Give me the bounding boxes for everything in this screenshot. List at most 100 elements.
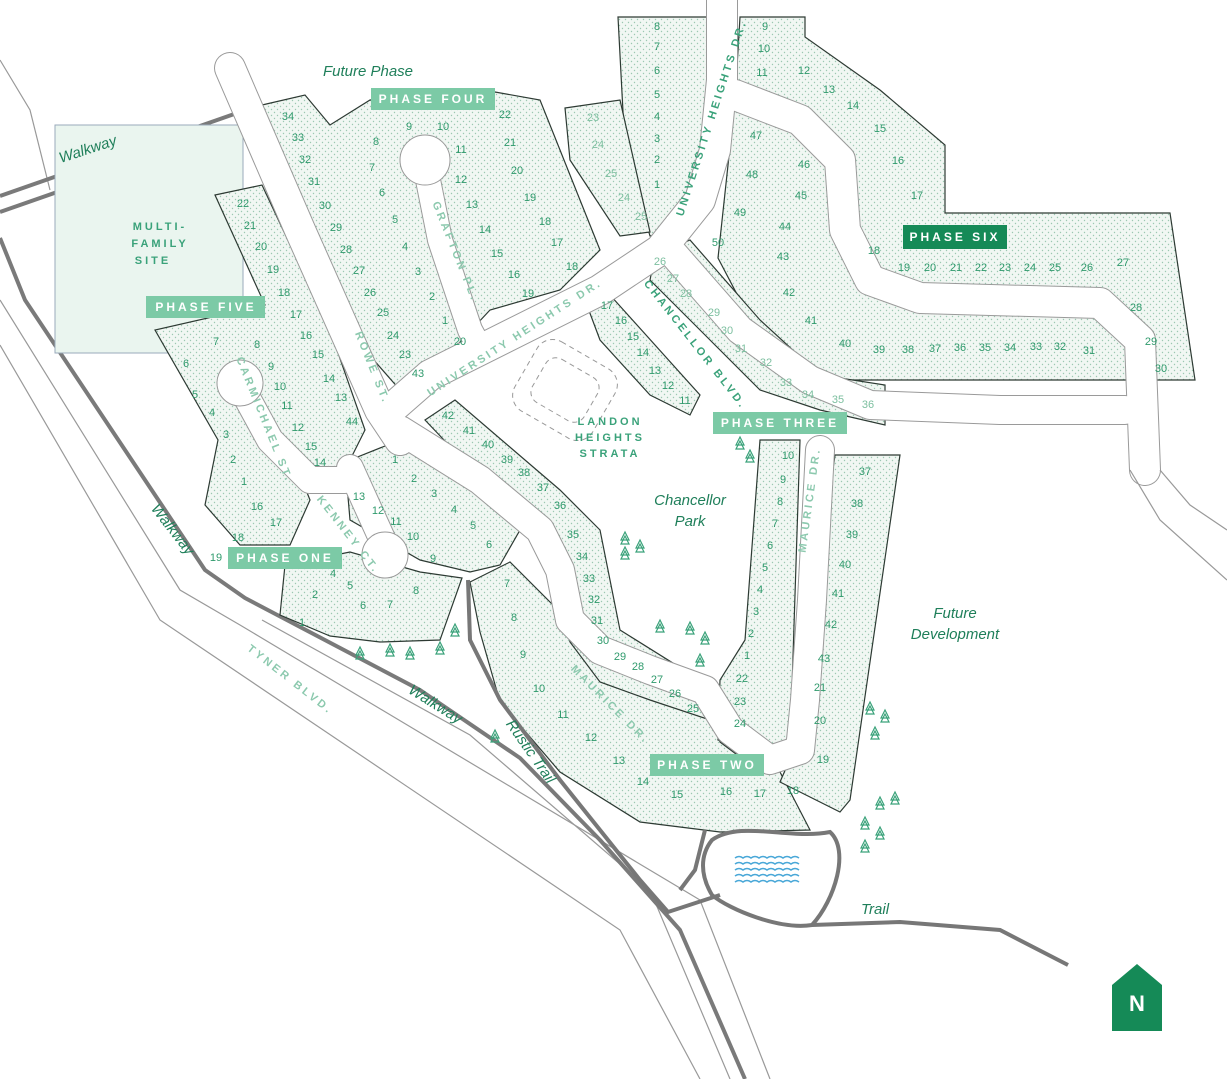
lot-number[interactable]: 26 [364,287,376,299]
lot-number[interactable]: 17 [911,190,923,202]
lot-number[interactable]: 29 [708,307,720,319]
lot-number[interactable]: 27 [1117,257,1129,269]
lot-number[interactable]: 8 [777,496,783,508]
lot-number[interactable]: 21 [504,137,516,149]
lot-number[interactable]: 8 [413,585,419,597]
lot-number[interactable]: 39 [846,529,858,541]
lot-number[interactable]: 40 [839,559,851,571]
lot-number[interactable]: 29 [330,222,342,234]
lot-number[interactable]: 1 [744,650,750,662]
lot-number[interactable]: 16 [615,315,627,327]
lot-number[interactable]: 32 [1054,341,1066,353]
lot-number[interactable]: 28 [680,288,692,300]
lot-number[interactable]: 8 [511,612,517,624]
lot-number[interactable]: 24 [1024,262,1036,274]
lot-number[interactable]: 43 [818,653,830,665]
lot-number[interactable]: 17 [551,237,563,249]
lot-number[interactable]: 42 [442,410,454,422]
lot-number[interactable]: 46 [798,159,810,171]
lot-number[interactable]: 2 [429,291,435,303]
lot-number[interactable]: 23 [399,349,411,361]
lot-number[interactable]: 11 [455,144,466,156]
lot-number[interactable]: 5 [654,89,660,101]
lot-number[interactable]: 42 [783,287,795,299]
lot-number[interactable]: 4 [209,407,215,419]
lot-number[interactable]: 19 [522,288,534,300]
lot-number[interactable]: 18 [566,261,578,273]
lot-number[interactable]: 3 [654,133,660,145]
lot-number[interactable]: 4 [654,111,660,123]
lot-number[interactable]: 14 [323,373,335,385]
lot-number[interactable]: 26 [1081,262,1093,274]
lot-number[interactable]: 10 [758,43,770,55]
lot-number[interactable]: 23 [587,112,599,124]
lot-number[interactable]: 3 [753,606,759,618]
lot-number[interactable]: 41 [832,588,844,600]
lot-number[interactable]: 33 [583,573,595,585]
lot-number[interactable]: 10 [437,121,449,133]
lot-number[interactable]: 36 [954,342,966,354]
lot-number[interactable]: 14 [847,100,859,112]
lot-number[interactable]: 45 [795,190,807,202]
lot-number[interactable]: 16 [300,330,312,342]
lot-number[interactable]: 10 [407,531,419,543]
lot-number[interactable]: 11 [679,395,690,407]
lot-number[interactable]: 28 [340,244,352,256]
lot-number[interactable]: 18 [868,245,880,257]
lot-number[interactable]: 32 [588,594,600,606]
lot-number[interactable]: 22 [975,262,987,274]
lot-number[interactable]: 13 [353,491,365,503]
lot-number[interactable]: 21 [814,682,826,694]
lot-number[interactable]: 28 [1130,302,1142,314]
lot-number[interactable]: 9 [780,474,786,486]
lot-number[interactable]: 14 [314,457,326,469]
lot-number[interactable]: 24 [387,330,399,342]
lot-number[interactable]: 5 [762,562,768,574]
lot-number[interactable]: 38 [518,467,530,479]
lot-number[interactable]: 18 [787,785,799,797]
lot-number[interactable]: 14 [479,224,491,236]
lot-number[interactable]: 19 [267,264,279,276]
lot-number[interactable]: 15 [312,349,324,361]
lot-number[interactable]: 30 [597,635,609,647]
lot-number[interactable]: 7 [369,162,375,174]
lot-number[interactable]: 43 [412,368,424,380]
lot-number[interactable]: 11 [756,67,767,79]
lot-number[interactable]: 5 [347,580,353,592]
lot-number[interactable]: 1 [442,315,448,327]
lot-number[interactable]: 15 [627,331,639,343]
lot-number[interactable]: 6 [486,539,492,551]
lot-number[interactable]: 38 [902,344,914,356]
lot-number[interactable]: 17 [270,517,282,529]
lot-number[interactable]: 19 [898,262,910,274]
lot-number[interactable]: 34 [1004,342,1016,354]
lot-number[interactable]: 20 [454,336,466,348]
lot-number[interactable]: 9 [268,361,274,373]
lot-number[interactable]: 36 [862,399,874,411]
lot-number[interactable]: 2 [312,589,318,601]
lot-number[interactable]: 32 [299,154,311,166]
lot-number[interactable]: 41 [463,425,475,437]
lot-number[interactable]: 20 [255,241,267,253]
lot-number[interactable]: 3 [223,429,229,441]
lot-number[interactable]: 37 [929,343,941,355]
lot-number[interactable]: 12 [455,174,467,186]
lot-number[interactable]: 21 [950,262,962,274]
lot-number[interactable]: 29 [614,651,626,663]
lot-number[interactable]: 34 [802,389,814,401]
lot-number[interactable]: 27 [353,265,365,277]
lot-number[interactable]: 15 [874,123,886,135]
lot-number[interactable]: 13 [649,365,661,377]
lot-number[interactable]: 24 [592,139,604,151]
lot-number[interactable]: 44 [779,221,791,233]
lot-number[interactable]: 12 [798,65,810,77]
lot-number[interactable]: 25 [1049,262,1061,274]
lot-number[interactable]: 19 [524,192,536,204]
lot-number[interactable]: 43 [777,251,789,263]
lot-number[interactable]: 12 [662,380,674,392]
lot-number[interactable]: 13 [823,84,835,96]
lot-number[interactable]: 1 [392,454,398,466]
lot-number[interactable]: 9 [762,21,768,33]
lot-number[interactable]: 34 [282,111,294,123]
lot-number[interactable]: 11 [557,709,568,721]
